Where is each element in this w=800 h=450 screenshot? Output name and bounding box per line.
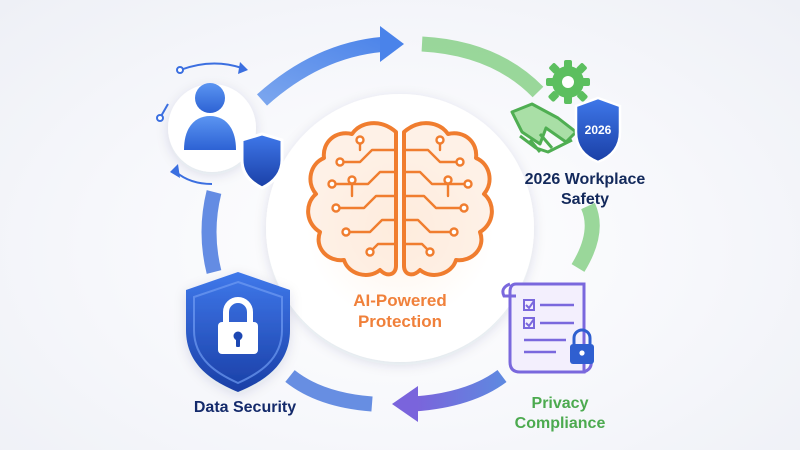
shield-lock-icon [186,272,290,392]
privacy-compliance-label: Privacy Compliance [470,394,650,434]
workplace-safety-label-line1: 2026 Workplace [524,171,646,188]
data-security-label-line1: Data Security [193,399,297,416]
arrow-head-bottom [392,386,418,422]
arrow-arc-top-right [421,36,544,98]
handshake-icon [510,102,578,154]
gear-icon [546,60,590,104]
user-shield-icon [156,62,284,190]
workplace-safety-label-line2: Safety [560,191,610,208]
arrow-arc-left [201,190,222,274]
document-lock-icon [501,282,594,374]
workplace-safety-label: 2026 Workplace Safety [485,170,685,210]
arrow-arc-bottom [413,369,507,412]
shield-2026-icon: 2026 [574,96,622,164]
arrow-arc-top [256,36,389,106]
center-label-line1: AI-Powered [353,291,447,310]
center-label-line2: Protection [357,312,443,332]
data-security-label: Data Security [160,398,330,418]
center-label: AI-Powered Protection [300,290,500,333]
arrow-arc-bottom-left [285,370,373,412]
privacy-compliance-label-line2: Compliance [514,415,606,432]
lock-icon [570,328,594,364]
privacy-compliance-label-line1: Privacy [531,395,589,412]
arrow-head-top [380,26,404,62]
shield-badge-text: 2026 [585,123,612,137]
handshake-gear-shield-icon: 2026 [510,60,622,164]
circuit-brain-icon [306,121,494,277]
cycle-arrows [201,26,600,422]
arrow-arc-right [571,202,600,272]
